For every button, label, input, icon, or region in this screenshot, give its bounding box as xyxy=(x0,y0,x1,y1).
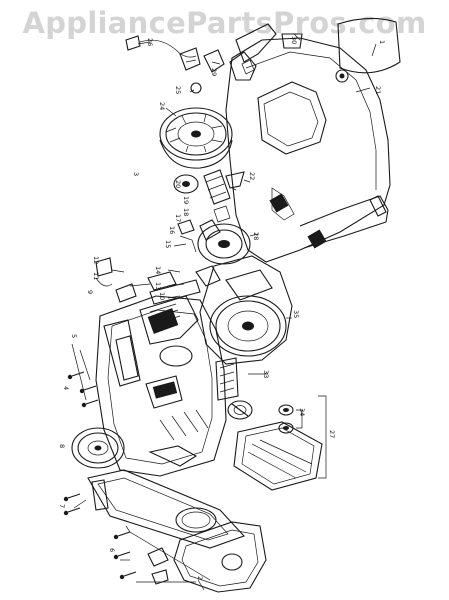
callout-label: 10 xyxy=(158,292,166,300)
callout-label: 9 xyxy=(86,290,94,294)
callout-label: 21 xyxy=(374,86,382,94)
watermark: AppliancePartsPros.com xyxy=(22,6,427,40)
group-brackets xyxy=(125,395,327,583)
callout-label: 19 xyxy=(182,196,190,204)
callout-labels: 30 1 26 29 25 24 21 3 22 20 19 18 17 16 … xyxy=(58,36,386,580)
callout-label: 20 xyxy=(174,180,182,188)
callout-label: 33 xyxy=(262,370,270,378)
leader-lines xyxy=(71,33,377,591)
callout-label: 22 xyxy=(248,172,256,180)
callout-label: 16 xyxy=(168,226,176,234)
callout-label: 29 xyxy=(210,68,218,76)
callout-label: 34 xyxy=(298,408,306,416)
callout-label: 11 xyxy=(92,272,100,280)
callout-label: 35 xyxy=(292,310,300,318)
wheel xyxy=(71,427,125,469)
callout-label: 5 xyxy=(70,334,78,338)
callout-label: 28 xyxy=(252,232,260,240)
callout-label: 25 xyxy=(174,86,182,94)
small-parts-left xyxy=(95,257,201,305)
callout-label: 27 xyxy=(328,430,336,438)
nozzle-cover xyxy=(147,521,267,593)
callout-label: 15 xyxy=(164,240,172,248)
callout-label: 7 xyxy=(58,504,66,508)
callout-label: 6 xyxy=(108,548,116,552)
callout-label: 18 xyxy=(182,208,190,216)
vent-grille xyxy=(269,193,289,213)
fan-disc-large xyxy=(159,107,233,169)
filter-bag xyxy=(233,404,323,491)
callout-label: 1 xyxy=(378,40,386,44)
callout-label: 12 xyxy=(92,256,100,264)
motor-assembly xyxy=(195,255,293,365)
base-housing xyxy=(95,295,239,477)
callout-label: 8 xyxy=(58,444,66,448)
handle-bracket xyxy=(229,17,401,83)
callout-label: 26 xyxy=(146,38,154,46)
callout-label: 14 xyxy=(154,266,162,274)
duct-opening xyxy=(152,381,178,399)
adjustment-knob xyxy=(227,400,253,420)
callout-label: 4 xyxy=(62,386,70,390)
power-cord xyxy=(125,35,225,94)
agitator-mount xyxy=(177,219,251,265)
pulley-assembly xyxy=(173,169,245,223)
callout-label: 24 xyxy=(158,102,166,110)
bottom-plate xyxy=(87,469,245,549)
vent-grille xyxy=(307,229,327,249)
housing-cover xyxy=(225,37,391,263)
callout-label: 17 xyxy=(174,214,182,222)
callout-label: 3 xyxy=(132,172,140,176)
screws-left xyxy=(63,371,137,580)
callout-label: 2 xyxy=(196,576,204,580)
callout-label: 13 xyxy=(154,282,162,290)
callout-label: 30 xyxy=(290,36,298,44)
